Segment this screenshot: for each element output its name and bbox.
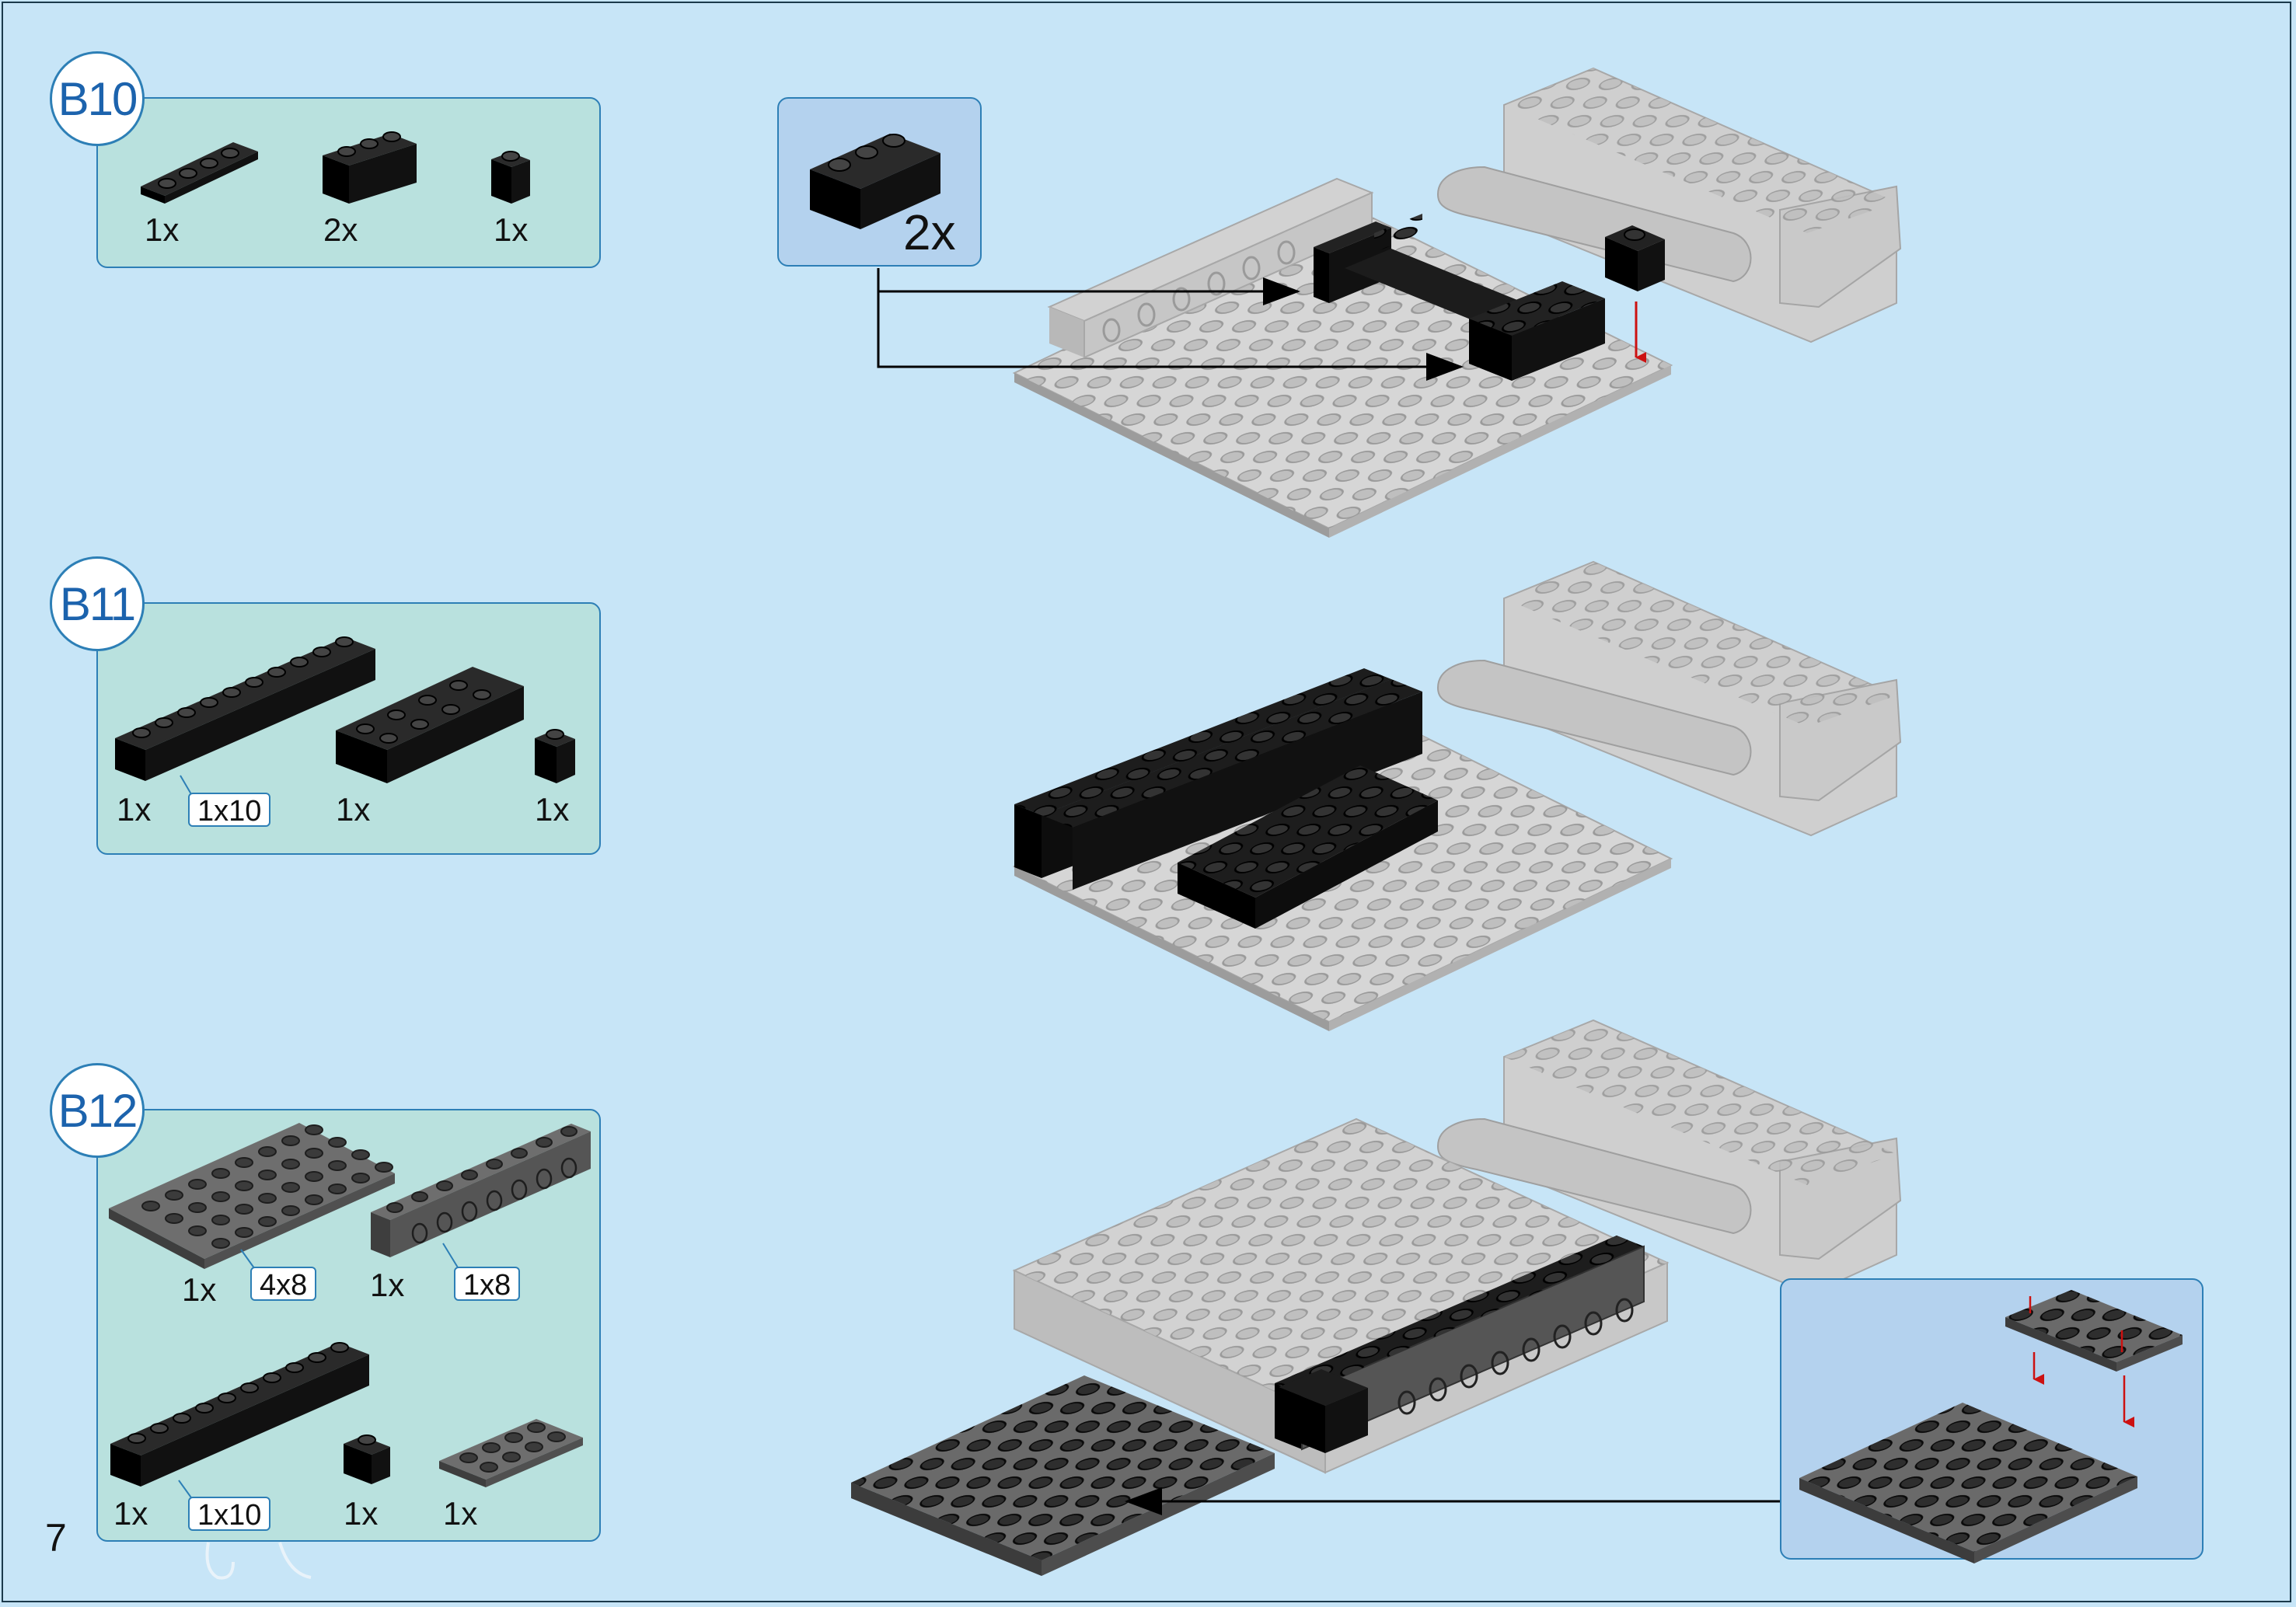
callout-plate-4x8-gray [1799,1403,2137,1563]
callout-arrows [877,268,1464,381]
model-step-b12 [851,1019,1902,1576]
part-qty: 1x [117,791,152,828]
model-step-b11 [1012,560,1902,1031]
bottom-edge-fragment [205,1542,312,1580]
part-plate-2x4-gray [439,1419,583,1487]
part-size-tag: 4x8 [250,1267,317,1302]
step-badge-b12: B12 [50,1063,145,1158]
step-badge-b11: B11 [50,556,145,651]
part-qty: 1x [494,211,529,248]
part-plate-4x8-gray [109,1123,395,1269]
part-qty: 1x [535,791,570,828]
part-brick-2x4-black [336,667,524,783]
part-brick-1x10-black [115,636,375,781]
part-technic-brick-1x8-gray [371,1124,591,1257]
callout-plate-2x4-gray [2005,1290,2183,1372]
callout-red-arrows [2029,1296,2134,1427]
part-brick-1x1-black [491,151,530,204]
part-brick-1x1-black [535,729,575,783]
part-size-tag: 1x10 [188,1497,271,1532]
model-step-b10 [1012,67,1902,538]
part-qty: 1x [336,791,371,828]
callout-brick-1x3-black [810,134,940,229]
part-brick-1x1-black [344,1434,390,1484]
part-qty: 1x [344,1495,379,1532]
part-qty: 1x [182,1271,217,1308]
part-size-tag: 1x8 [454,1267,521,1302]
part-qty: 1x [370,1267,405,1303]
part-plate-1x4-black [141,142,258,204]
callout-qty: 2x [903,204,956,260]
part-qty: 1x [443,1495,478,1532]
part-qty: 2x [323,211,358,248]
part-brick-1x3-black [323,131,417,204]
part-brick-1x10-black [110,1342,369,1487]
page-number: 7 [45,1516,67,1560]
part-qty: 1x [113,1495,148,1532]
part-size-tag: 1x10 [188,793,271,828]
step-badge-b10: B10 [50,51,145,146]
part-qty: 1x [145,211,180,248]
